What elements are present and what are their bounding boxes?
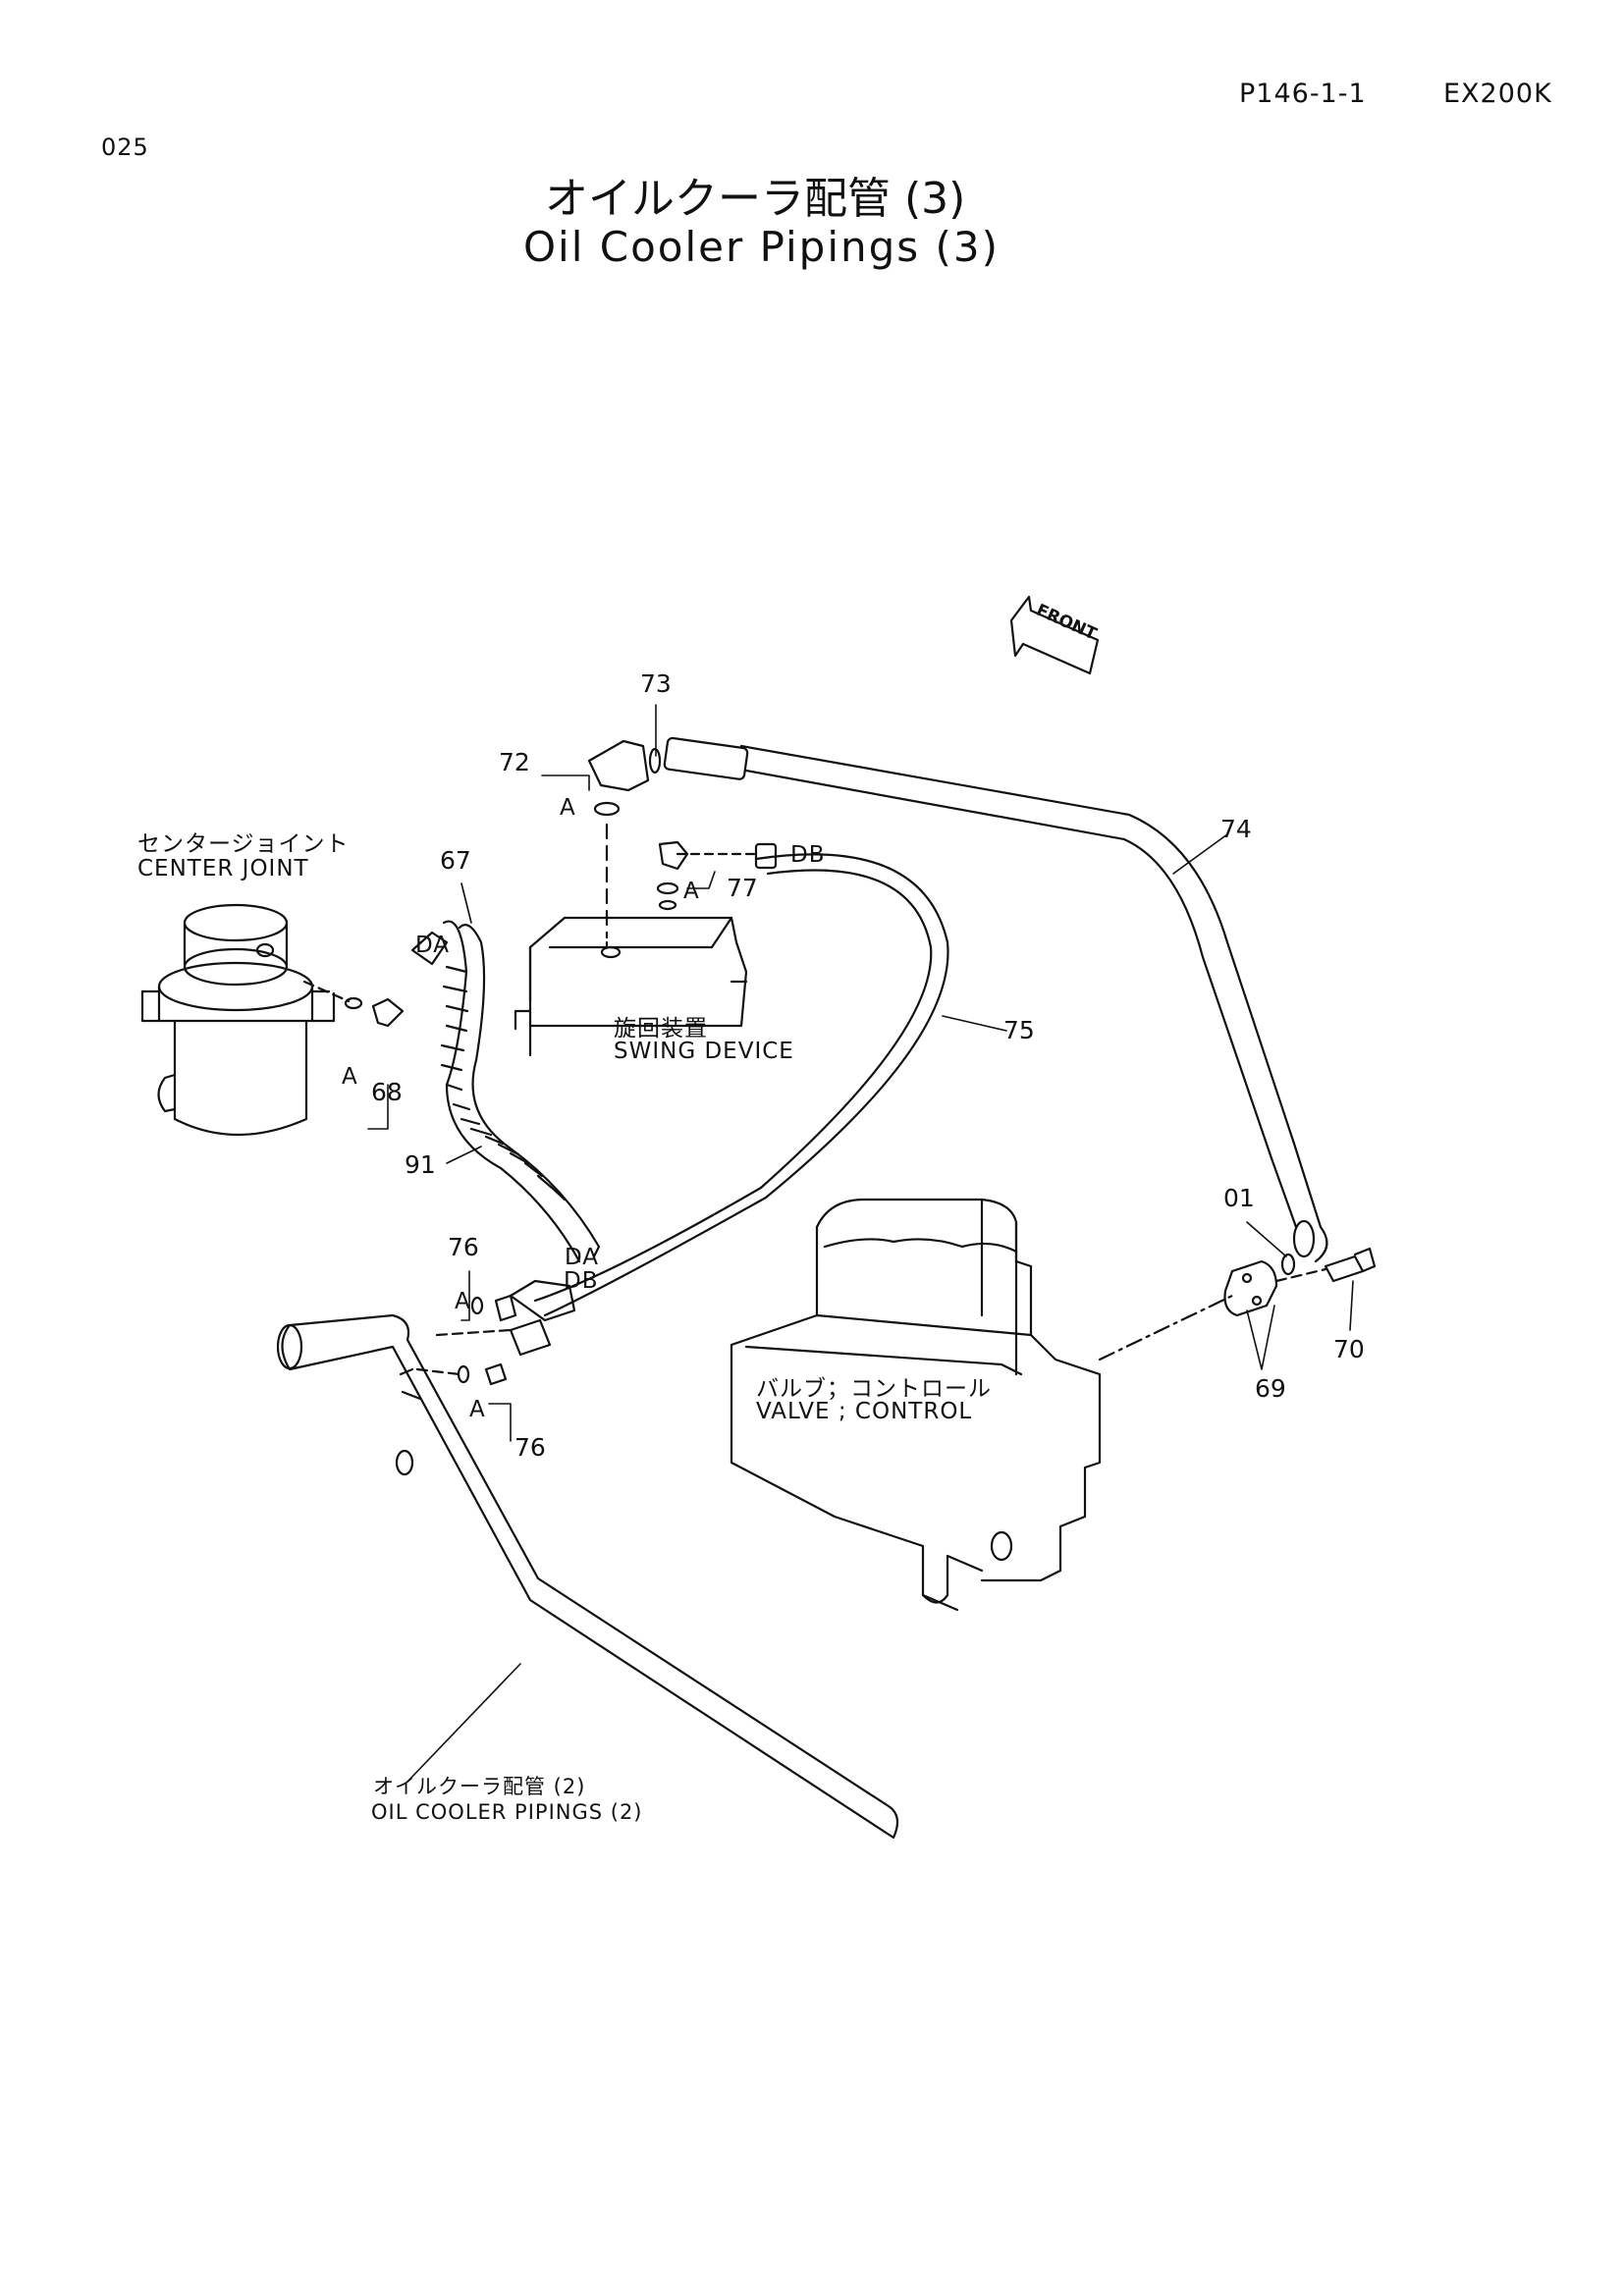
front-arrow-icon [1011, 597, 1098, 673]
mark-a-72: A [560, 795, 576, 821]
part-number-75: 75 [1003, 1016, 1035, 1044]
mark-a-68: A [342, 1064, 358, 1090]
mark-a-76-upper: A [455, 1289, 471, 1314]
part-number-74: 74 [1220, 815, 1252, 843]
lower-pipe-drawing [278, 1315, 897, 1838]
center-joint-label-jp: センタージョイント [137, 831, 350, 857]
swing-device-label-en: SWING DEVICE [614, 1039, 794, 1064]
model-number: EX200K [1443, 79, 1552, 109]
hose-75-drawing [535, 842, 947, 1315]
page-code: P146-1-1 [1239, 79, 1367, 109]
valve-control-label-jp: バルブ；コントロール [756, 1376, 992, 1402]
part-number-01: 01 [1223, 1184, 1255, 1212]
oil-cooler-pipings-2-label-jp: オイルクーラ配管 (2) [373, 1775, 586, 1798]
mark-a-76-lower: A [469, 1397, 486, 1422]
swing-device-drawing [515, 918, 746, 1055]
valve-control-label-en: VALVE ; CONTROL [756, 1399, 973, 1424]
part-number-77: 77 [727, 874, 758, 902]
mark-db-upper: DB [790, 842, 826, 868]
mark-a-77: A [683, 879, 700, 904]
part-number-73: 73 [640, 669, 672, 698]
center-joint-label-en: CENTER JOINT [137, 856, 309, 881]
leader-lines [368, 705, 1353, 1782]
front-arrow-label: FRONT [1033, 601, 1100, 645]
elbow-72-drawing [589, 741, 660, 937]
fittings-76-drawing [417, 1281, 574, 1384]
part-number-67: 67 [440, 846, 471, 875]
title-english: Oil Cooler Pipings (3) [523, 223, 1000, 271]
part-number-68: 68 [371, 1078, 403, 1106]
part-number-69: 69 [1255, 1374, 1286, 1403]
part-number-72: 72 [499, 748, 530, 776]
oil-cooler-pipings-2-label-en: OIL COOLER PIPINGS (2) [371, 1800, 643, 1824]
swing-device-label-jp: 旋回装置 [614, 1016, 708, 1041]
part-number-91: 91 [405, 1150, 436, 1179]
center-joint-drawing [142, 905, 334, 1135]
mark-da-upper: DA [415, 933, 451, 958]
part-number-76-upper: 76 [448, 1233, 479, 1261]
mark-da-lower: DA [565, 1245, 600, 1270]
sheet-number: 025 [101, 133, 149, 161]
hose-67-drawing [304, 922, 599, 1261]
part-number-76-lower: 76 [514, 1433, 546, 1462]
flange-69-drawing [1225, 1249, 1376, 1315]
title-japanese: オイルクーラ配管 (3) [545, 174, 966, 224]
part-number-70: 70 [1333, 1335, 1365, 1363]
control-valve-drawing [731, 1200, 1100, 1610]
pipe-74-drawing [664, 737, 1326, 1261]
mark-db-lower: DB [564, 1268, 599, 1294]
